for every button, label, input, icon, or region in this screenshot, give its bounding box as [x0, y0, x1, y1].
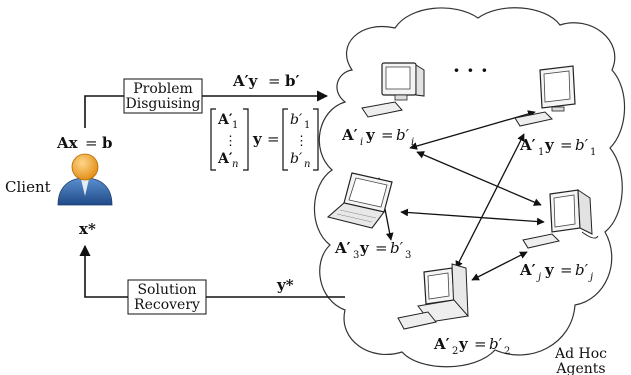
imac-computer-icon	[514, 65, 576, 127]
agent-i-sub: i	[360, 137, 363, 148]
client-to-disguise-line	[84, 95, 124, 128]
cloud-caption-line-1: Ad Hoc	[554, 346, 607, 362]
matrix-left-dots: ⋮	[224, 134, 237, 149]
agent-1-rsub: 1	[590, 147, 596, 158]
matrix-right-sub-1: 1	[304, 120, 310, 131]
agent-1-matrix: A′	[519, 136, 536, 154]
agent-1-y: y	[544, 136, 555, 154]
top-eq-equals: =	[268, 72, 281, 90]
tower-computer-icon	[397, 263, 469, 330]
agent-i-label: A′ i y = b′ i	[341, 126, 414, 148]
top-eq-rhs: b′	[285, 72, 299, 90]
agent-2-y: y	[458, 335, 469, 353]
agent-2-rhs: b′	[489, 335, 503, 353]
agent-2-label: A′ 2 y = b′ 2	[433, 335, 510, 357]
bottom-arrow-label: y*	[276, 276, 294, 294]
matrix-right-sub-n: n	[304, 159, 310, 170]
agent-3-matrix: A′	[334, 239, 351, 257]
agent-2-rsub: 2	[504, 346, 510, 357]
agent-i-y: y	[365, 126, 376, 144]
matrix-left-row-n: A′	[217, 151, 233, 167]
agent-1-label: A′ 1 y = b′ 1	[519, 136, 596, 158]
agent-3-rhs: b′	[390, 239, 404, 257]
agent-1-rhs: b′	[575, 136, 589, 154]
top-eq-lhs: A′y	[232, 72, 259, 90]
recovery-to-client-arrow	[79, 244, 128, 298]
matrix-right-dots: ⋮	[295, 134, 308, 149]
laptop-icon	[326, 172, 393, 229]
agent-3-sub: 3	[353, 250, 359, 261]
agent-j-sub: j	[536, 272, 541, 283]
agent-2-equals: =	[474, 335, 487, 353]
solution-label: x*	[79, 220, 96, 238]
agent-3-y: y	[359, 239, 370, 257]
agent-3-label: A′ 3 y = b′ 3	[334, 239, 411, 261]
peer-links	[376, 110, 545, 281]
cloud-caption-line-2: Agents	[555, 361, 605, 375]
client-equation: Ax = b	[56, 134, 113, 152]
recovery-line-2: Recovery	[134, 297, 200, 313]
client-label: Client	[5, 178, 51, 196]
matrix-left-sub-1: 1	[232, 120, 238, 131]
agent-j-matrix: A′	[519, 261, 536, 279]
matrix-left-bracket-open	[210, 108, 216, 171]
matrix-left-bracket-close	[243, 108, 249, 171]
agent-2-matrix: A′	[433, 335, 450, 353]
solution-recovery-box	[127, 279, 207, 315]
matrix-right-bracket-close	[313, 108, 319, 171]
agent-2-sub: 2	[452, 346, 458, 357]
crt-monitor-icon	[522, 189, 599, 249]
client-person-icon	[57, 153, 113, 206]
desktop-computer-icon	[361, 62, 425, 118]
agent-3-equals: =	[375, 239, 388, 257]
matrix-equation: A′ 1 ⋮ A′ n y = b′ 1 ⋮ b′ n	[210, 108, 319, 171]
agents-ellipsis: · · ·	[453, 58, 488, 82]
matrix-left-sub-n: n	[232, 159, 238, 170]
link-1-2	[455, 133, 525, 269]
top-arrow-equation: A′y = b′	[232, 72, 299, 90]
client-eq-lhs: Ax	[56, 134, 79, 152]
agent-1-equals: =	[560, 136, 573, 154]
agent-j-equals: =	[560, 261, 573, 279]
disguise-line-2: Disguising	[126, 96, 201, 112]
agent-j-y: y	[544, 261, 555, 279]
link-i-1	[409, 110, 536, 150]
agent-1-sub: 1	[538, 147, 544, 158]
matrix-right-row-1: b′	[290, 112, 303, 128]
agent-i-matrix: A′	[341, 126, 358, 144]
client-eq-rhs: b	[102, 134, 113, 152]
agent-j-label: A′ j y = b′ j	[519, 261, 593, 283]
matrix-equals: =	[267, 130, 280, 148]
agent-i-rsub: i	[411, 137, 414, 148]
link-j-2	[471, 251, 528, 281]
agent-i-equals: =	[381, 126, 394, 144]
recovery-line-1: Solution	[137, 282, 196, 298]
matrix-right-bracket-open	[282, 108, 288, 171]
matrix-left-row-1: A′	[217, 112, 233, 128]
disguise-line-1: Problem	[133, 81, 193, 97]
matrix-right-row-n: b′	[290, 151, 303, 167]
agent-3-rsub: 3	[405, 250, 411, 261]
agent-i-rhs: b′	[396, 126, 410, 144]
agent-j-rhs: b′	[575, 261, 589, 279]
client-eq-equals: =	[85, 134, 98, 152]
agent-j-rsub: j	[588, 272, 593, 283]
matrix-y: y	[252, 130, 263, 148]
